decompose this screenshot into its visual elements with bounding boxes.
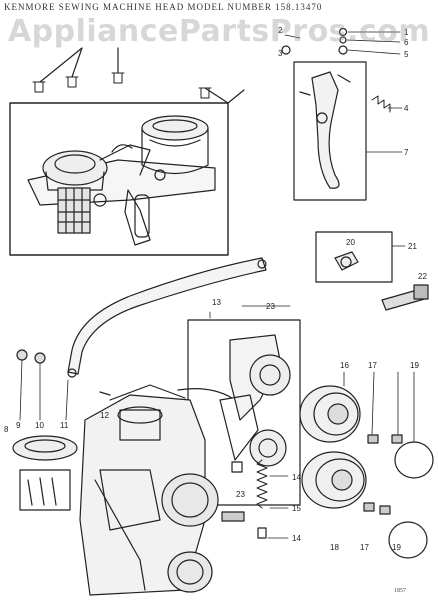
callout-14a: 14 <box>292 473 301 482</box>
callout-19a: 19 <box>410 361 419 370</box>
callout-11: 11 <box>60 421 69 430</box>
callout-7: 7 <box>404 148 409 157</box>
callout-8: 8 <box>4 425 9 434</box>
callout-21: 21 <box>408 242 417 251</box>
callout-17a: 17 <box>368 361 377 370</box>
callout-1: 1 <box>404 28 409 37</box>
callout-19b: 19 <box>392 543 401 552</box>
callout-5: 5 <box>404 50 409 59</box>
callout-23a: 23 <box>266 302 275 311</box>
callout-18: 18 <box>330 543 339 552</box>
upper-tension-assembly-box <box>9 47 245 256</box>
machine-head-casting <box>12 349 245 596</box>
dial-parts-group <box>299 371 434 559</box>
callout-3: 3 <box>278 49 283 58</box>
callout-17b: 17 <box>360 543 369 552</box>
callout-4: 4 <box>404 104 409 113</box>
presser-bar-arm <box>67 257 267 378</box>
knob-assembly-box <box>315 231 429 311</box>
callout-23b: 23 <box>236 490 245 499</box>
callout-labels: 1 2 3 4 5 6 7 8 9 10 11 12 13 14 14 15 1… <box>4 26 427 552</box>
callout-6: 6 <box>404 38 409 47</box>
thread-guide-parts-group <box>281 27 403 201</box>
callout-13: 13 <box>212 298 221 307</box>
callout-15: 15 <box>292 504 301 513</box>
callout-14b: 14 <box>292 534 301 543</box>
diagram-title: KENMORE SEWING MACHINE HEAD MODEL NUMBER… <box>4 2 323 12</box>
callout-2: 2 <box>278 26 283 35</box>
callout-9: 9 <box>16 421 21 430</box>
callout-16: 16 <box>340 361 349 370</box>
callout-10: 10 <box>35 421 44 430</box>
callout-12: 12 <box>100 411 109 420</box>
callout-20: 20 <box>346 238 355 247</box>
screw-part <box>32 72 212 99</box>
callout-22: 22 <box>418 272 427 281</box>
diagram-code: 1857 <box>394 588 406 594</box>
